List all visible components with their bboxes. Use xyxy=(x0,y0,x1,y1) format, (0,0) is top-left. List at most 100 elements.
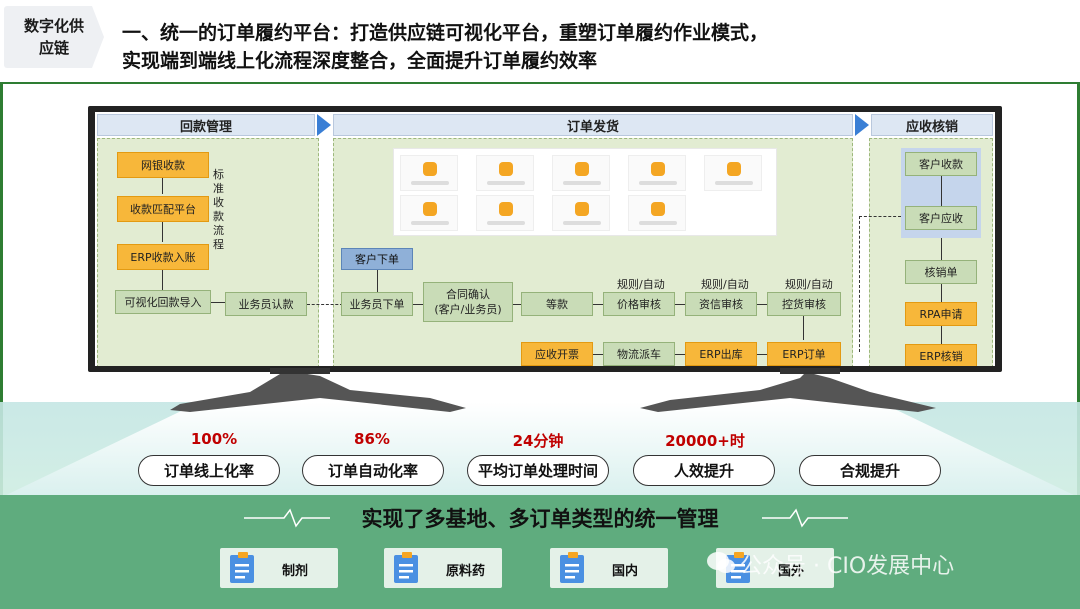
module-icon xyxy=(476,155,534,191)
rule-auto-label: 规则/自动 xyxy=(701,278,749,291)
step-erp-order: ERP订单 xyxy=(767,342,841,366)
connector xyxy=(593,354,603,355)
header-divider xyxy=(0,82,1080,84)
step-visual-import: 可视化回款导入 xyxy=(115,290,211,314)
dashed-connector xyxy=(307,304,343,305)
step-salesman-claim: 业务员认款 xyxy=(225,292,307,316)
metric-label-processing-time: 平均订单处理时间 xyxy=(467,455,609,486)
section-tag: 数字化供 应链 xyxy=(4,6,104,68)
flow-arrow-icon xyxy=(317,114,331,136)
step-erp-verification: ERP核销 xyxy=(905,344,977,366)
flow-arrow-icon xyxy=(855,114,869,136)
step-erp-receipt: ERP收款入账 xyxy=(117,244,209,270)
connector xyxy=(941,238,942,260)
frame-right-border xyxy=(1077,83,1080,609)
connector xyxy=(162,222,163,242)
module-icon xyxy=(704,155,762,191)
step-logistics: 物流派车 xyxy=(603,342,675,366)
summary-text: 实现了多基地、多订单类型的统一管理 xyxy=(361,507,719,531)
connector xyxy=(377,270,378,292)
contract-confirm-line1: 合同确认 xyxy=(445,288,490,301)
connector xyxy=(757,304,767,305)
metric-label-automation-rate: 订单自动化率 xyxy=(302,455,444,486)
category-label: 国内 xyxy=(612,564,639,579)
system-module-panel xyxy=(393,148,777,236)
category-overseas: 国外 xyxy=(716,548,834,588)
column-header-verification: 应收核销 xyxy=(871,114,993,136)
contract-confirm-line2: (客户/业务员) xyxy=(434,303,502,316)
category-api: 原料药 xyxy=(384,548,502,588)
step-invoice: 应收开票 xyxy=(521,342,593,366)
connector xyxy=(162,270,163,290)
column-header-payment: 回款管理 xyxy=(97,114,315,136)
step-customer-receivable: 客户应收 xyxy=(905,206,977,230)
wechat-icon xyxy=(707,552,735,573)
module-icon xyxy=(552,195,610,231)
connector xyxy=(211,302,225,303)
metric-value-efficiency: 20000+时 xyxy=(665,432,745,450)
step-customer-order: 客户下单 xyxy=(341,248,413,270)
metric-value-automation-rate: 86% xyxy=(354,430,390,448)
connector xyxy=(593,304,603,305)
metric-label-efficiency: 人效提升 xyxy=(633,455,775,486)
step-price-review: 价格审核 xyxy=(603,292,675,316)
step-verification-doc: 核销单 xyxy=(905,260,977,284)
section-tag-line1: 数字化供 xyxy=(23,17,84,35)
metric-label-compliance: 合规提升 xyxy=(799,455,941,486)
connector xyxy=(941,284,942,302)
step-customer-payment: 客户收款 xyxy=(905,152,977,176)
metric-value-processing-time: 24分钟 xyxy=(512,432,564,450)
pulse-line-icon xyxy=(762,508,848,528)
frame-left-border xyxy=(0,83,3,609)
module-icon xyxy=(400,155,458,191)
page-title-line2: 实现端到端线上化流程深度整合，全面提升订单履约效率 xyxy=(122,50,598,72)
step-credit-review: 资信审核 xyxy=(685,292,757,316)
connector xyxy=(803,316,804,340)
module-icon xyxy=(628,155,686,191)
pulse-line-icon xyxy=(244,508,330,528)
process-diagram-screen: 回款管理 订单发货 应收核销 网银收款 收款匹配平台 ERP收款入账 标准收款流… xyxy=(95,112,995,366)
step-payment-matching: 收款匹配平台 xyxy=(117,196,209,222)
section-tag-line2: 应链 xyxy=(38,39,69,57)
module-icon xyxy=(552,155,610,191)
document-list-icon xyxy=(394,552,418,583)
connector xyxy=(941,326,942,344)
module-icon xyxy=(476,195,534,231)
step-erp-outbound: ERP出库 xyxy=(685,342,757,366)
step-salesman-order: 业务员下单 xyxy=(341,292,413,316)
connector xyxy=(513,304,521,305)
rule-auto-label: 规则/自动 xyxy=(785,278,833,291)
category-label: 制剂 xyxy=(282,564,309,579)
dashed-connector xyxy=(859,216,860,352)
document-list-icon xyxy=(560,552,584,583)
document-list-icon xyxy=(230,552,254,583)
category-label: 原料药 xyxy=(446,564,486,579)
metric-value-online-rate: 100% xyxy=(190,430,238,448)
category-formulation: 制剂 xyxy=(220,548,338,588)
metric-label-online-rate: 订单线上化率 xyxy=(138,455,280,486)
connector xyxy=(941,176,942,206)
connector xyxy=(675,354,685,355)
connector xyxy=(413,304,423,305)
category-label: 国外 xyxy=(778,564,805,579)
watermark-text: 公众号 · CIO发展中心 xyxy=(740,554,955,579)
summary-band xyxy=(0,495,1080,609)
step-rpa-request: RPA申请 xyxy=(905,302,977,326)
connector xyxy=(162,178,163,194)
module-icon xyxy=(400,195,458,231)
step-contract-confirm: 合同确认 (客户/业务员) xyxy=(423,282,513,322)
page-title-line1: 一、统一的订单履约平台：打造供应链可视化平台，重塑订单履约作业模式， xyxy=(122,22,769,44)
column-header-delivery: 订单发货 xyxy=(333,114,853,136)
category-domestic: 国内 xyxy=(550,548,668,588)
connector xyxy=(675,304,685,305)
tv-stand-left xyxy=(170,368,466,412)
step-wait-payment: 等款 xyxy=(521,292,593,316)
step-shipment-review: 控货审核 xyxy=(767,292,841,316)
tv-stand-right xyxy=(640,368,936,412)
connector xyxy=(757,354,767,355)
module-icon xyxy=(628,195,686,231)
step-bank-receipt: 网银收款 xyxy=(117,152,209,178)
dashed-connector xyxy=(859,216,901,217)
rule-auto-label: 规则/自动 xyxy=(617,278,665,291)
standard-flow-label: 标准收款流程 xyxy=(213,168,224,251)
